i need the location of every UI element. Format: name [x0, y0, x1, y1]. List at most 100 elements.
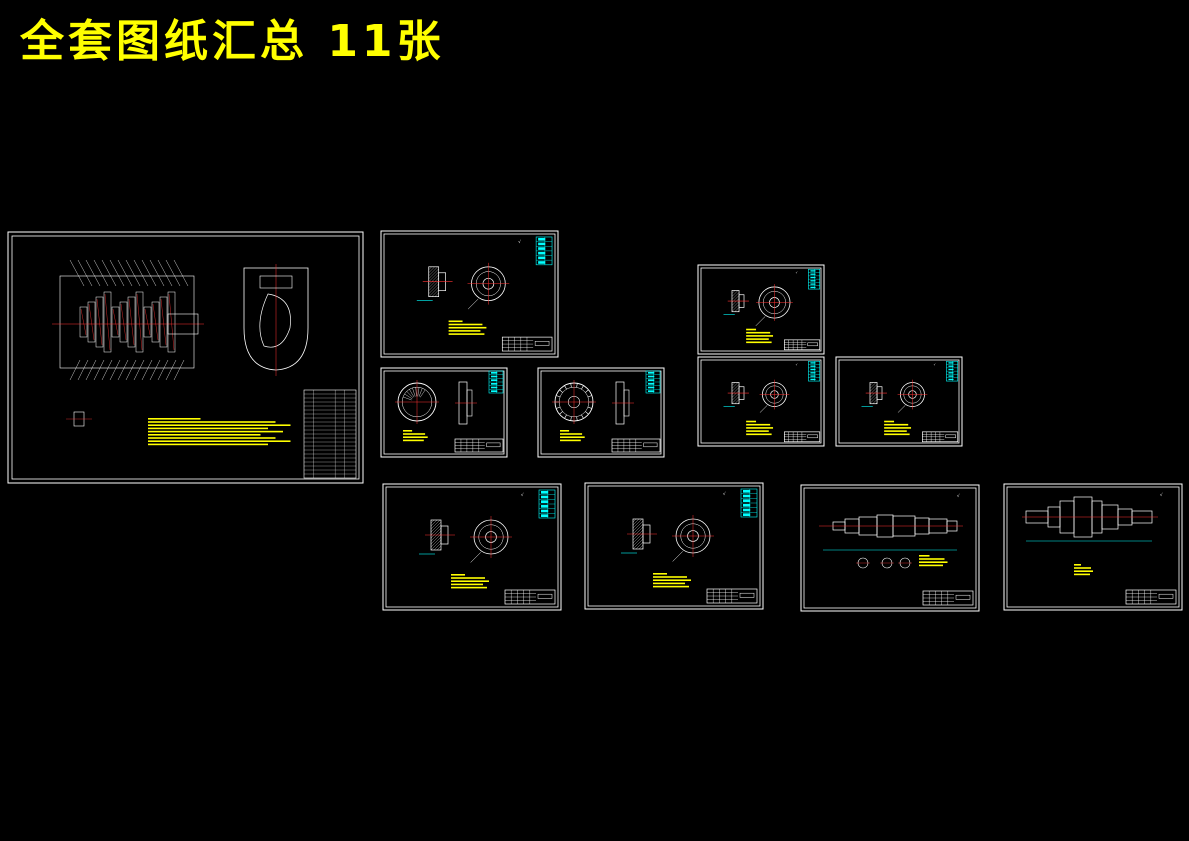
hatch-line — [428, 280, 439, 291]
technical-notes-line — [148, 418, 201, 420]
hatch-line — [641, 547, 644, 550]
technical-notes-line — [1074, 567, 1091, 569]
parameter-cell — [948, 362, 954, 364]
sheet-inner-border — [700, 267, 822, 352]
hatch-line — [439, 548, 442, 551]
roughness-mark: √ — [518, 239, 521, 244]
hatch-line — [430, 521, 442, 533]
hatch-line — [632, 518, 640, 526]
hatch-line — [428, 266, 435, 273]
part-leader — [125, 259, 141, 287]
drawing-sheet-4 — [537, 367, 665, 458]
hatch-line — [430, 539, 442, 551]
parameter-cell — [810, 378, 816, 381]
technical-notes-line — [148, 427, 268, 430]
hatch-line — [731, 390, 740, 398]
assembly-hatch — [152, 303, 159, 341]
technical-notes-line — [884, 430, 907, 432]
part-leader — [77, 359, 89, 381]
hatch-line — [632, 518, 637, 523]
ring-tooth — [585, 411, 589, 415]
part-leader — [109, 259, 125, 287]
technical-notes-line — [451, 586, 487, 589]
technical-notes-line — [560, 430, 570, 432]
ring-tooth — [570, 416, 572, 421]
hatch-line — [632, 526, 644, 538]
hatch-line — [869, 382, 877, 389]
part-leader — [109, 359, 121, 381]
technical-notes-line — [560, 433, 583, 435]
technical-notes-line — [403, 433, 426, 435]
hatch-line — [869, 396, 878, 404]
hatch-line — [632, 535, 644, 547]
parameter-cell — [810, 286, 816, 289]
technical-notes-line — [746, 430, 769, 432]
assembly-hatch — [120, 303, 127, 341]
parameter-cell — [743, 504, 751, 507]
parameter-cell — [541, 491, 549, 494]
parameter-cell — [541, 509, 549, 513]
drawing-sheet-5: √ — [697, 264, 825, 355]
sheet-outer-border — [7, 231, 364, 484]
technical-notes-line — [746, 423, 771, 426]
parameter-cell — [648, 390, 655, 392]
sheet-inner-border — [700, 359, 822, 444]
technical-notes-line — [148, 434, 261, 436]
parameter-cell — [743, 490, 751, 493]
leader-line — [672, 551, 683, 562]
assembly-hatch — [88, 303, 95, 341]
hatch-line — [430, 519, 438, 527]
technical-notes-line — [451, 574, 465, 576]
part-leader — [117, 359, 129, 381]
technical-notes-line — [148, 424, 291, 426]
technical-notes-line — [746, 427, 774, 429]
technical-notes-line — [448, 320, 463, 323]
technical-notes-line — [884, 427, 912, 429]
roughness-mark: √ — [521, 492, 524, 497]
assembly-gear — [119, 301, 128, 343]
parameter-cell — [538, 247, 546, 250]
hatch-line — [869, 393, 878, 401]
hatch-line — [430, 519, 441, 530]
ring-hatch — [406, 391, 414, 399]
technical-notes-line — [148, 437, 276, 439]
hatch-line — [437, 295, 439, 297]
part-leader — [165, 259, 181, 287]
technical-notes-line — [746, 335, 774, 337]
hatch-line — [869, 382, 874, 386]
ring-tooth — [559, 411, 563, 415]
technical-notes-line — [884, 423, 909, 426]
technical-notes-line — [746, 433, 772, 436]
parameter-cell — [810, 283, 816, 285]
assembly-hatch — [128, 298, 135, 346]
hatch-line — [737, 402, 740, 404]
hatch-line — [430, 536, 442, 548]
title-block-name — [955, 594, 971, 600]
ring-tooth — [587, 406, 592, 409]
sheet-inner-border — [11, 235, 360, 480]
sheet-inner-border — [803, 487, 977, 609]
side-view-cover — [259, 293, 291, 348]
hatch-line — [428, 286, 439, 297]
technical-notes-line — [448, 323, 483, 326]
parameter-cell — [538, 251, 546, 255]
sheet-outer-border — [537, 367, 665, 458]
part-leader — [165, 359, 177, 381]
parameter-cell — [491, 390, 498, 392]
parameter-cell — [948, 378, 954, 381]
parameter-cell — [491, 375, 498, 378]
part-leader — [125, 359, 137, 381]
assembly-hatch — [80, 308, 87, 336]
hatch-line — [430, 524, 442, 536]
hatch-line — [731, 304, 740, 312]
hatch-line — [428, 283, 439, 294]
hatch-line — [731, 382, 739, 389]
hatch-line — [731, 301, 740, 309]
parameter-cell — [743, 513, 751, 516]
title-block-name — [486, 442, 501, 448]
parameter-cell — [810, 270, 816, 272]
ring-hatch — [403, 396, 412, 401]
sheet-outer-border — [800, 484, 980, 612]
sheet-inner-border — [385, 486, 559, 608]
hatch-line — [731, 387, 740, 395]
